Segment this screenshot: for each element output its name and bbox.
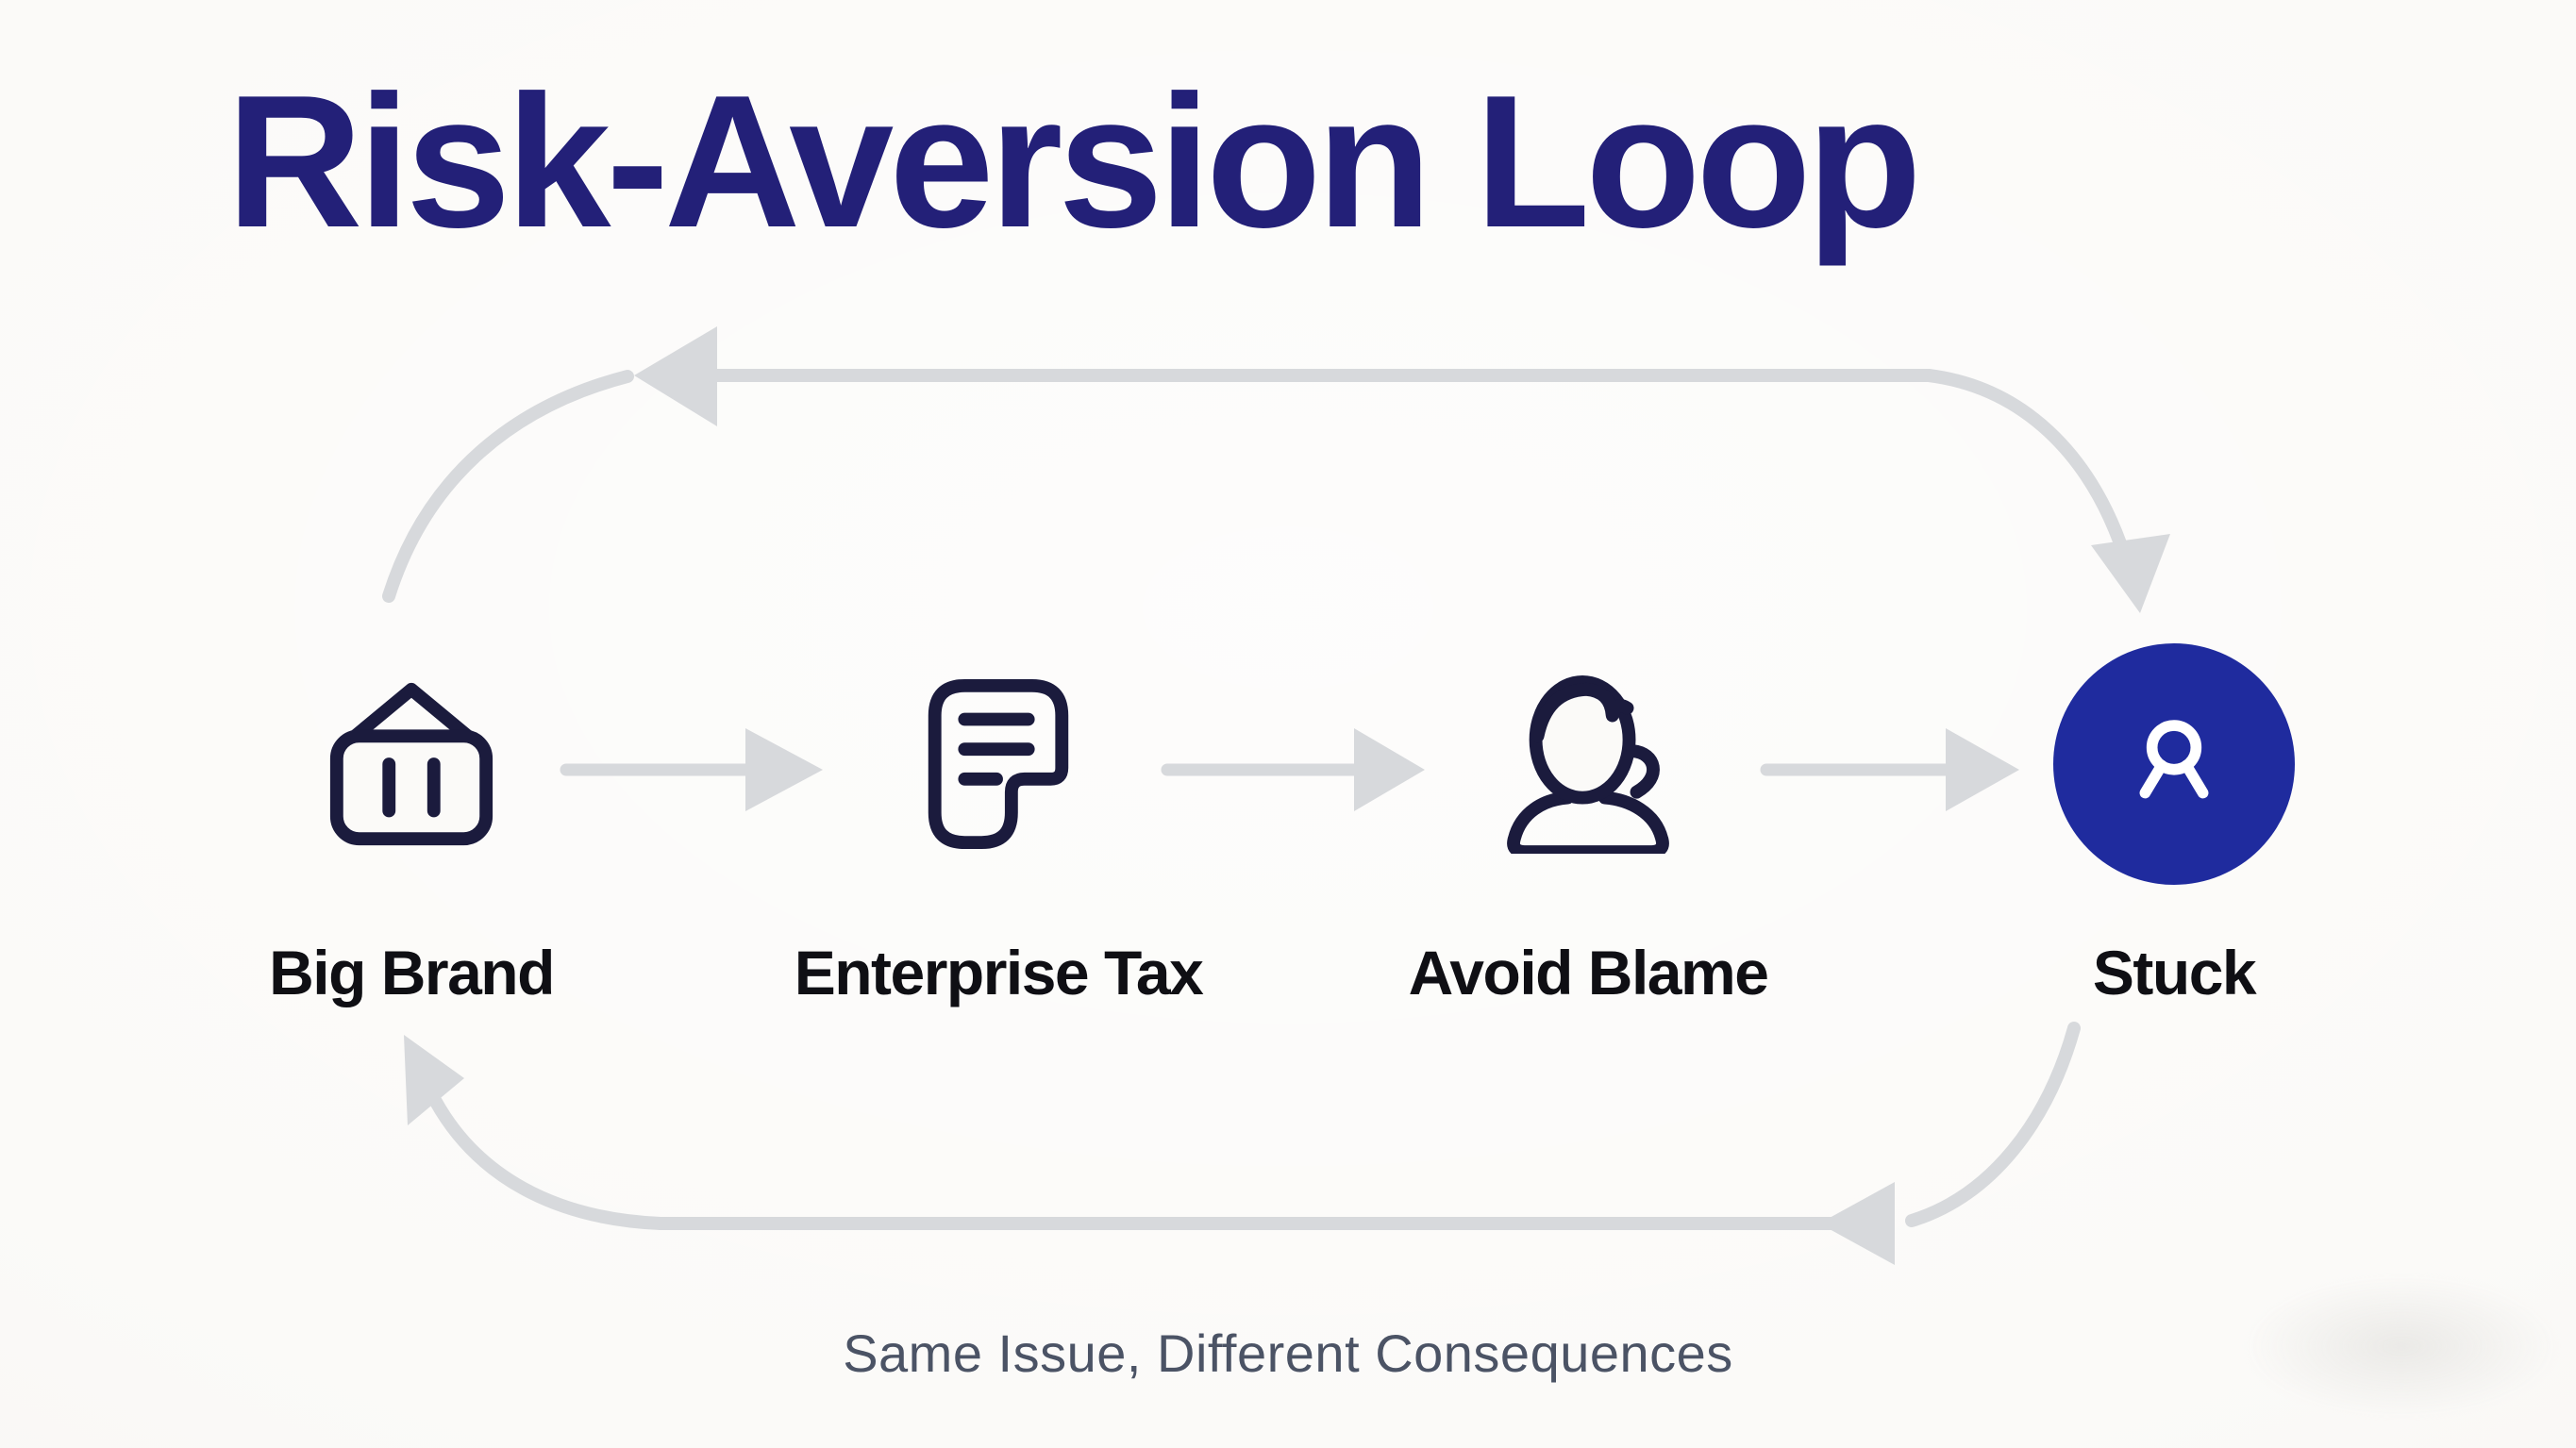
person-deflect-icon bbox=[1507, 674, 1669, 854]
storefront-icon bbox=[329, 682, 493, 846]
node-big-brand: Big Brand bbox=[147, 643, 676, 1004]
loop-bottom-left-curve bbox=[429, 1095, 667, 1230]
person-figure-icon bbox=[2139, 720, 2209, 799]
node-label: Big Brand bbox=[269, 938, 555, 1007]
loop-bottom-right-curve bbox=[1905, 1022, 2081, 1227]
loop-top-right-curve bbox=[1922, 369, 2134, 573]
stuck-icon-area bbox=[2053, 643, 2295, 885]
page-title: Risk-Aversion Loop bbox=[226, 57, 1922, 267]
node-label: Stuck bbox=[2092, 938, 2257, 1007]
flow-arrow-1 bbox=[560, 728, 823, 811]
loop-bottom-left-arrowhead-icon bbox=[404, 1035, 464, 1125]
loop-top-left-curve bbox=[382, 370, 634, 603]
right-arrowhead-icon bbox=[745, 728, 823, 811]
node-label: Enterprise Tax bbox=[794, 938, 1204, 1007]
loop-top-left-arrowhead-icon bbox=[634, 326, 717, 426]
right-arrowhead-icon bbox=[1354, 728, 1425, 811]
big-brand-icon-area bbox=[291, 643, 532, 885]
node-avoid-blame: Avoid Blame bbox=[1324, 643, 1852, 1004]
right-arrowhead-icon bbox=[1946, 728, 2019, 811]
document-icon bbox=[928, 678, 1069, 850]
caption: Same Issue, Different Consequences bbox=[843, 1323, 1733, 1383]
enterprise-tax-icon-area bbox=[878, 643, 1119, 885]
flow-arrow-2 bbox=[1161, 728, 1425, 811]
node-stuck: Stuck bbox=[1910, 643, 2438, 1004]
loop-top-right-arrowhead-icon bbox=[2091, 534, 2170, 613]
watermark-smudge bbox=[2246, 1275, 2557, 1417]
node-label: Avoid Blame bbox=[1408, 938, 1769, 1007]
node-enterprise-tax: Enterprise Tax bbox=[734, 643, 1263, 1004]
flow-arrow-3 bbox=[1760, 728, 2019, 811]
avoid-blame-icon-area bbox=[1467, 643, 1709, 885]
stuck-circle-badge bbox=[2053, 643, 2295, 885]
